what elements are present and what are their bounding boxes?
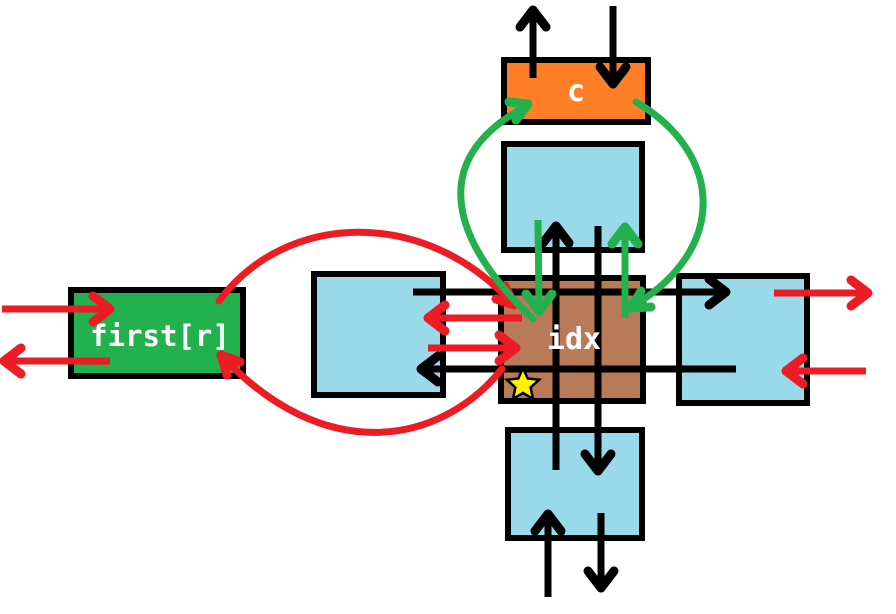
black-arrow-down-through-idx bbox=[580, 226, 616, 476]
black-arrow-up-out-of-c bbox=[515, 5, 551, 78]
label-c: c bbox=[567, 74, 585, 109]
black-arrow-up-through-idx bbox=[538, 221, 574, 470]
red-arrow-into-right-box bbox=[781, 353, 866, 389]
arrowhead-up-icon bbox=[515, 5, 551, 32]
green-arrows bbox=[457, 97, 707, 323]
arrow-shaft bbox=[534, 219, 543, 307]
star-icon bbox=[503, 364, 543, 402]
arrowhead-down-icon bbox=[583, 566, 619, 593]
arrowhead-left-icon bbox=[781, 353, 808, 389]
arrowhead-up-icon bbox=[530, 509, 566, 536]
arrowhead-right-icon bbox=[704, 274, 731, 310]
node-bottom-box bbox=[505, 427, 645, 541]
black-arrow-down-out-of-bottom-box bbox=[583, 513, 619, 593]
black-arrows bbox=[413, 5, 736, 597]
arrowhead-right-icon bbox=[494, 330, 521, 366]
red-curve-idx-to-first-r bbox=[216, 350, 506, 436]
arrowhead-up-icon bbox=[607, 222, 643, 249]
arrowhead-icon bbox=[216, 350, 245, 380]
arrowhead-down-icon bbox=[580, 449, 616, 476]
arrowhead-right-icon bbox=[846, 275, 873, 311]
label-idx: idx bbox=[547, 322, 601, 357]
black-arrow-up-into-bottom-box bbox=[530, 509, 566, 597]
node-boxes bbox=[68, 57, 810, 541]
red-arrows bbox=[0, 228, 873, 436]
black-arrow-left-through-idx bbox=[416, 351, 736, 387]
black-arrow-right-through-idx bbox=[413, 274, 731, 310]
arrowhead-right-icon bbox=[88, 291, 115, 327]
arrowhead-down-icon bbox=[521, 289, 557, 316]
node-top-box bbox=[501, 141, 645, 253]
red-arrow-out-of-first-r bbox=[0, 343, 110, 379]
node-right-box bbox=[676, 273, 810, 406]
red-arrow-out-of-right-box bbox=[774, 275, 873, 311]
green-arrow-up-from-idx bbox=[607, 222, 643, 318]
node-labels: c idx first[r] bbox=[90, 74, 601, 357]
green-curve-idx-to-c bbox=[457, 97, 537, 323]
black-arrow-down-into-c bbox=[595, 6, 631, 89]
arrowhead-icon bbox=[626, 286, 656, 313]
arrowhead-left-icon bbox=[423, 300, 450, 336]
arrowhead-icon bbox=[504, 97, 533, 125]
arrow-curve bbox=[457, 103, 537, 323]
arrow-curve bbox=[215, 228, 516, 307]
label-first-r: first[r] bbox=[90, 319, 230, 353]
arrowhead-left-icon bbox=[0, 343, 26, 379]
arrowhead-down-icon bbox=[595, 62, 631, 89]
arrow-curve bbox=[629, 98, 707, 310]
red-arrow-idx-to-left-box bbox=[423, 300, 522, 336]
arrowhead-up-icon bbox=[538, 221, 574, 248]
arrowhead-left-icon bbox=[416, 351, 443, 387]
green-arrow-down-into-idx bbox=[521, 219, 557, 316]
arrow-curve bbox=[219, 353, 506, 436]
red-arrow-left-box-to-idx bbox=[428, 330, 521, 366]
star-marker bbox=[503, 364, 543, 402]
red-arrow-into-first-r bbox=[2, 291, 115, 327]
green-curve-c-to-idx bbox=[626, 98, 707, 313]
